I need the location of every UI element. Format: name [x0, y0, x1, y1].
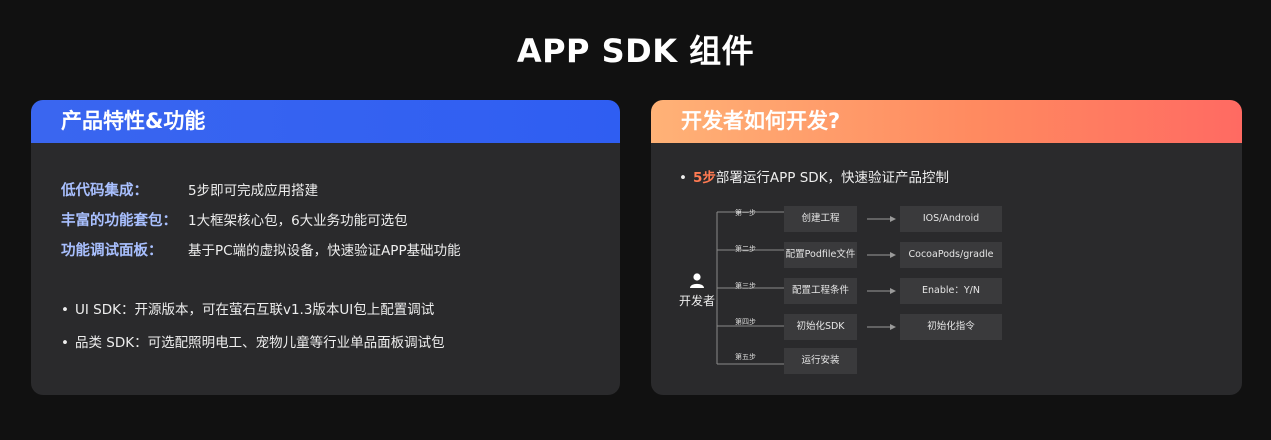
step-result-box: CocoaPods/gradle [900, 242, 1002, 268]
developer-label: 开发者 [678, 294, 715, 308]
feature-desc: 1大框架核心包，6大业务功能可选包 [188, 213, 408, 229]
step-result-box: Enable：Y/N [900, 278, 1002, 304]
step-label: 第一步 [735, 209, 756, 217]
step-action-box: 配置Podfile文件 [784, 242, 857, 268]
step-action-box: 配置工程条件 [784, 278, 857, 304]
feature-row: 低代码集成： 5步即可完成应用搭建 [61, 176, 461, 206]
feature-label: 丰富的功能套包： [61, 213, 177, 229]
list-item: • 品类 SDK：可选配照明电工、宠物儿童等行业单品面板调试包 [61, 327, 445, 360]
feature-desc: 5步即可完成应用搭建 [188, 183, 319, 199]
product-features-header: 产品特性&功能 [31, 100, 620, 143]
step-result-box: 初始化指令 [900, 314, 1002, 340]
page-title: APP SDK 组件 [516, 32, 755, 70]
step-result-box: IOS/Android [900, 206, 1002, 232]
step-label: 第二步 [735, 245, 756, 253]
feature-row: 功能调试面板： 基于PC端的虚拟设备，快速验证APP基础功能 [61, 236, 461, 266]
bullet-dot: • [61, 302, 69, 318]
intro-rest: 部署运行APP SDK，快速验证产品控制 [715, 170, 950, 186]
bullet-text: 品类 SDK：可选配照明电工、宠物儿童等行业单品面板调试包 [75, 335, 445, 351]
feature-desc: 基于PC端的虚拟设备，快速验证APP基础功能 [188, 243, 461, 259]
step-label: 第五步 [735, 353, 756, 361]
feature-label: 低代码集成： [61, 183, 148, 199]
step-label: 第三步 [735, 282, 756, 290]
feature-label: 功能调试面板： [61, 243, 163, 259]
step-action-box: 创建工程 [784, 206, 857, 232]
intro-highlight: 5步 [693, 170, 716, 186]
user-icon [690, 273, 704, 288]
list-item: • UI SDK：开源版本，可在萤石互联v1.3版本UI包上配置调试 [61, 294, 445, 327]
feature-row: 丰富的功能套包： 1大框架核心包，6大业务功能可选包 [61, 206, 461, 236]
developer-guide-card: 开发者如何开发? • 5步部署运行APP SDK，快速验证产品控制 开发者 第一步… [651, 100, 1242, 395]
product-features-card: 产品特性&功能 低代码集成： 5步即可完成应用搭建 丰富的功能套包： 1大框架核… [31, 100, 620, 395]
sdk-bullet-list: • UI SDK：开源版本，可在萤石互联v1.3版本UI包上配置调试 • 品类 SD… [61, 294, 445, 360]
step-action-box: 初始化SDK [784, 314, 857, 340]
step-label: 第四步 [735, 318, 756, 326]
feature-list: 低代码集成： 5步即可完成应用搭建 丰富的功能套包： 1大框架核心包，6大业务功… [61, 176, 461, 266]
bullet-dot: • [61, 335, 69, 351]
intro-text: • 5步部署运行APP SDK，快速验证产品控制 [679, 166, 949, 186]
flow-connectors [716, 211, 896, 365]
bullet-dot: • [679, 170, 687, 186]
developer-guide-header: 开发者如何开发? [651, 100, 1242, 143]
bullet-text: UI SDK：开源版本，可在萤石互联v1.3版本UI包上配置调试 [75, 302, 435, 318]
step-action-box: 运行安装 [784, 348, 857, 374]
